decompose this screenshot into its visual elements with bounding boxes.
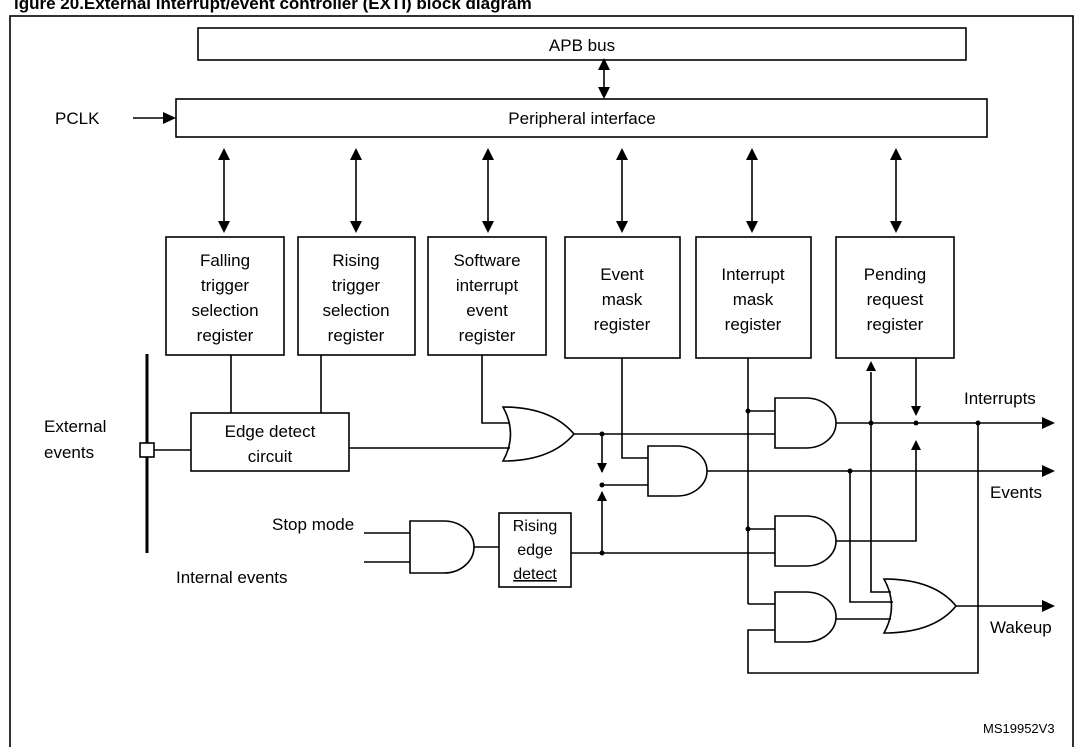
wakeup-gate-arrowhead <box>911 440 921 450</box>
diagram-id: MS19952V3 <box>983 721 1055 736</box>
stop-mode-and-gate <box>409 520 475 574</box>
software-register-line-3: event <box>466 301 508 320</box>
rising-register-line-2: trigger <box>332 276 381 295</box>
interrupts-label: Interrupts <box>964 389 1036 408</box>
wakeup-gate-output <box>836 448 917 542</box>
junction-rising-output <box>599 550 605 556</box>
stop-mode-label: Stop mode <box>272 515 354 534</box>
wakeup-arrowhead <box>1042 600 1055 612</box>
event-mask-to-and-wire <box>621 358 648 459</box>
events-branch-to-or <box>849 471 893 603</box>
pclk-label: PCLK <box>55 109 100 128</box>
interrupt-and-gate <box>774 397 837 449</box>
edge-detect-line-1: Edge detect <box>225 422 316 441</box>
interrupts-arrowhead <box>1042 417 1055 429</box>
apb-bus-box <box>197 27 967 61</box>
feedback-and-gate <box>774 591 837 643</box>
pending-down-arrowhead <box>911 406 921 416</box>
pending-register-line-3: register <box>867 315 924 334</box>
event-and-gate <box>647 445 708 497</box>
junction-interrupts-916 <box>913 420 919 426</box>
apb-bus-label: APB bus <box>549 36 615 55</box>
bus-arrowhead <box>598 58 610 70</box>
falling-trigger-register <box>165 236 285 356</box>
rising-trigger-register <box>297 236 416 356</box>
event-mask-register <box>564 236 681 359</box>
junction-lower-input <box>599 482 605 488</box>
interrupt-mask-line-1: Interrupt <box>721 265 785 284</box>
wakeup-label: Wakeup <box>990 618 1052 637</box>
external-events-connector <box>139 442 155 458</box>
edge-detect-circuit <box>190 412 350 472</box>
pclk-arrowhead <box>163 112 176 124</box>
interrupt-mask-line-3: register <box>725 315 782 334</box>
software-register-line-4: register <box>459 326 516 345</box>
falling-register-line-3: selection <box>191 301 258 320</box>
interface-arrowhead <box>598 87 610 99</box>
interrupt-mask-register <box>695 236 812 359</box>
outer-frame <box>9 15 1074 747</box>
software-register-line-1: Software <box>453 251 520 270</box>
falling-register-line-4: register <box>197 326 254 345</box>
event-mask-line-3: register <box>594 315 651 334</box>
rising-edge-line-2: edge <box>517 542 553 559</box>
figure-caption: igure 20.External interrupt/event contro… <box>14 0 532 13</box>
external-events-label-2: events <box>44 443 94 462</box>
interrupt-mask-line-2: mask <box>733 290 774 309</box>
feedback-loop <box>747 423 979 674</box>
external-events-label-1: External <box>44 417 106 436</box>
interrupt-branch-to-or <box>870 423 891 593</box>
pending-register-line-1: Pending <box>864 265 926 284</box>
peripheral-interface-label: Peripheral interface <box>508 109 655 128</box>
rising-edge-detect-box <box>498 512 572 588</box>
rising-register-line-3: selection <box>322 301 389 320</box>
wakeup-or-gate <box>882 578 958 634</box>
register-links <box>218 148 902 233</box>
peripheral-interface-box <box>175 98 988 138</box>
wakeup-and-gate <box>774 515 837 567</box>
pending-up-arrowhead <box>866 361 876 371</box>
edge-detect-line-2: circuit <box>248 447 293 466</box>
software-register-line-2: interrupt <box>456 276 519 295</box>
events-arrowhead <box>1042 465 1055 477</box>
junction-interrupts-978 <box>975 420 981 426</box>
pending-register-line-2: request <box>867 290 924 309</box>
up-arrowhead <box>597 491 607 501</box>
events-label: Events <box>990 483 1042 502</box>
down-arrowhead <box>597 463 607 473</box>
rising-register-line-4: register <box>328 326 385 345</box>
falling-register-line-1: Falling <box>200 251 250 270</box>
software-interrupt-event-register <box>427 236 547 356</box>
falling-register-line-2: trigger <box>201 276 250 295</box>
internal-events-label: Internal events <box>176 568 288 587</box>
event-mask-line-2: mask <box>602 290 643 309</box>
pending-request-register <box>835 236 955 359</box>
rising-edge-line-3: detect <box>513 566 557 583</box>
event-mask-line-1: Event <box>600 265 644 284</box>
rising-edge-line-1: Rising <box>513 518 557 535</box>
rising-register-line-1: Rising <box>332 251 379 270</box>
software-to-or-wire <box>481 355 510 424</box>
software-or-gate <box>501 406 576 462</box>
